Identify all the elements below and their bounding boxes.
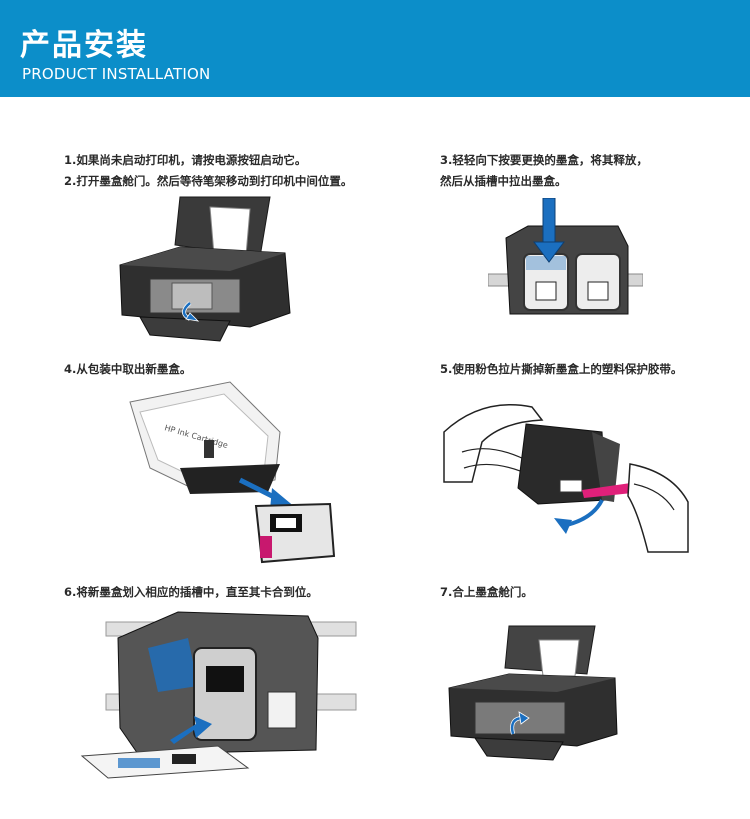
step-2-line: 2.打开墨盒舱门。然后等待笔架移动到打印机中间位置。 <box>64 174 353 188</box>
step-1-2-text: 1.如果尚未启动打印机，请按电源按钮启动它。 2.打开墨盒舱门。然后等待笔架移动… <box>64 150 352 192</box>
step-3-text: 3.轻轻向下按要更换的墨盒，将其释放， 然后从插槽中拉出墨盒。 <box>440 150 648 192</box>
printer-open-illustration <box>110 195 310 355</box>
page-title: 产品安装 <box>20 28 148 63</box>
step-7-line: 7.合上墨盒舱门。 <box>440 585 533 599</box>
step-3-line-1: 3.轻轻向下按要更换的墨盒，将其释放， <box>440 153 648 167</box>
step-3-line-2: 然后从插槽中拉出墨盒。 <box>440 174 567 188</box>
printer-close-illustration <box>445 618 625 783</box>
step-5-text: 5.使用粉色拉片撕掉新墨盒上的塑料保护胶带。 <box>440 359 682 380</box>
step-5-line: 5.使用粉色拉片撕掉新墨盒上的塑料保护胶带。 <box>440 362 683 376</box>
step-1-line: 1.如果尚未启动打印机，请按电源按钮启动它。 <box>64 153 307 167</box>
step-6-line: 6.将新墨盒划入相应的插槽中，直至其卡合到位。 <box>64 585 318 599</box>
step-6-text: 6.将新墨盒划入相应的插槽中，直至其卡合到位。 <box>64 582 318 603</box>
page-header: 产品安装 PRODUCT INSTALLATION <box>0 0 750 97</box>
carriage-release-illustration <box>488 198 643 333</box>
remove-tape-illustration <box>442 392 692 557</box>
step-7-text: 7.合上墨盒舱门。 <box>440 582 533 603</box>
insert-cartridge-illustration <box>78 608 358 788</box>
page-subtitle: PRODUCT INSTALLATION <box>22 65 211 83</box>
step-4-line: 4.从包装中取出新墨盒。 <box>64 362 192 376</box>
unpack-cartridge-illustration: HP Ink Cartridge <box>120 372 355 572</box>
step-4-text: 4.从包装中取出新墨盒。 <box>64 359 191 380</box>
